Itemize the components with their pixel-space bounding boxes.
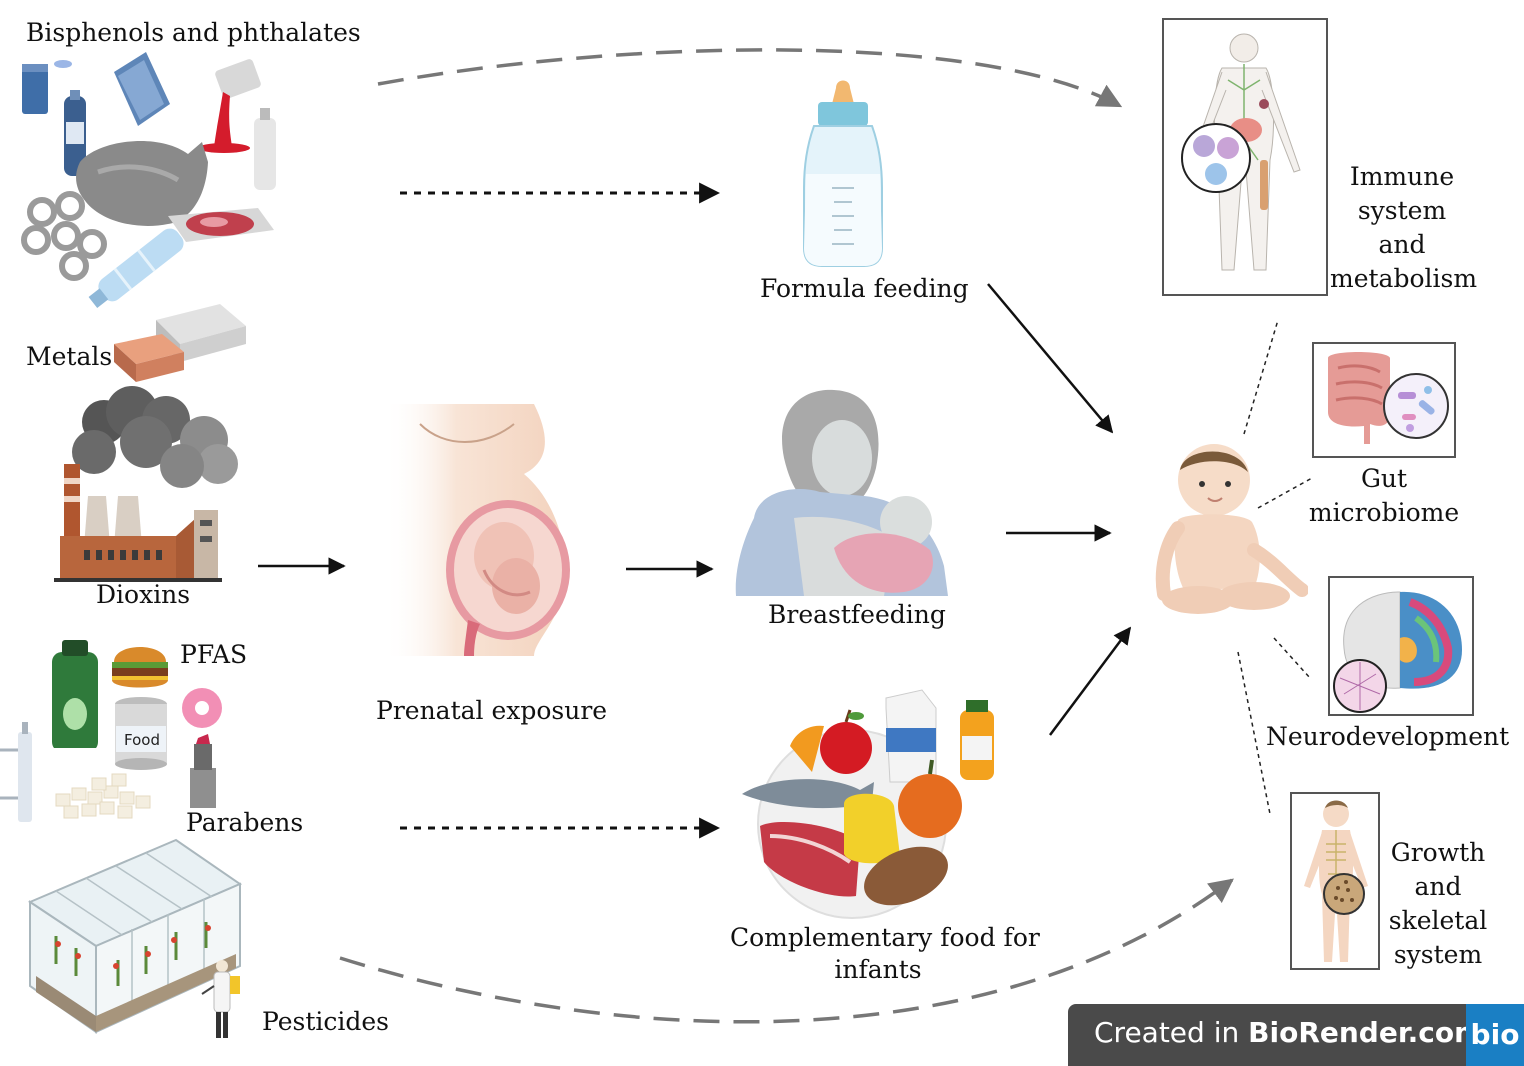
neurodevelopment-frame (1328, 576, 1474, 716)
label-immune-line4: metabolism (1330, 264, 1478, 293)
badge-brand: BioRender.com (1248, 1016, 1484, 1049)
arrow-formula-to-infant (987, 283, 1114, 434)
dashed-arrow-bisphenols-to-immune (377, 48, 1123, 108)
factory-illustration (54, 386, 238, 582)
label-immune-system: Immune system and metabolism (1330, 160, 1478, 296)
child-skeleton-illustration (1304, 800, 1368, 962)
label-immune-line2: system (1357, 196, 1447, 225)
label-growth-line2: and (1414, 872, 1462, 901)
connector-neuro (1273, 637, 1311, 679)
label-growth-skeletal: Growth and skeletal system (1380, 836, 1496, 972)
badge-text: Created in BioRender.com (1094, 1016, 1483, 1049)
biorender-badge[interactable]: Created in BioRender.com bio (1068, 1004, 1524, 1066)
label-complementary-food-line2: infants (834, 955, 922, 984)
badge-prefix: Created in (1094, 1016, 1249, 1049)
food-can-label: Food (124, 731, 160, 749)
parabens-illustration (0, 722, 216, 822)
label-metals: Metals (26, 342, 113, 371)
label-immune-line3: and (1378, 230, 1426, 259)
label-gut-line2: microbiome (1308, 498, 1460, 527)
label-prenatal-exposure: Prenatal exposure (376, 696, 608, 725)
label-bisphenols: Bisphenols and phthalates (26, 18, 361, 47)
label-pesticides: Pesticides (262, 1007, 389, 1036)
label-breastfeeding: Breastfeeding (768, 600, 946, 629)
label-dioxins: Dioxins (96, 580, 191, 609)
brain-illustration (1333, 591, 1462, 713)
label-gut-microbiome: Gut microbiome (1300, 462, 1468, 530)
label-complementary-food-line1: Complementary food for (730, 923, 1040, 952)
breastfeeding-illustration (735, 389, 948, 596)
greenhouse-illustration (27, 838, 243, 1038)
body-lymphatic-illustration (1181, 33, 1301, 271)
label-neurodevelopment: Neurodevelopment (1266, 722, 1510, 751)
label-growth-line1: Growth (1390, 838, 1486, 867)
biorender-logo-icon: bio (1466, 1004, 1524, 1066)
arrow-complementary-to-infant (1048, 626, 1132, 736)
complementary-food-illustration (742, 689, 994, 919)
dashed-arrow-pesticides-to-growth (339, 878, 1234, 1024)
infant-illustration (1155, 444, 1308, 614)
pregnant-belly-illustration (384, 404, 570, 656)
label-pfas: PFAS (180, 640, 248, 669)
plastics-illustration (21, 52, 276, 309)
label-immune-line1: Immune (1349, 162, 1455, 191)
label-growth-line3: skeletal (1388, 906, 1488, 935)
label-formula-feeding: Formula feeding (760, 274, 969, 303)
gut-microbiome-frame (1312, 342, 1456, 458)
label-complementary-food: Complementary food for infants (730, 922, 1040, 986)
gut-microbiome-illustration (1328, 352, 1449, 444)
immune-system-frame (1162, 18, 1328, 296)
pfas-products-illustration (52, 640, 222, 748)
label-parabens: Parabens (186, 808, 304, 837)
food-can-illustration (115, 697, 167, 770)
connector-immune (1243, 319, 1279, 435)
growth-skeletal-frame (1290, 792, 1380, 970)
label-growth-line4: system (1393, 940, 1483, 969)
connector-growth (1237, 651, 1271, 815)
label-gut-line1: Gut (1360, 464, 1408, 493)
baby-bottle-illustration (803, 80, 883, 267)
connector-gut (1257, 477, 1313, 509)
metals-illustration (114, 304, 246, 382)
